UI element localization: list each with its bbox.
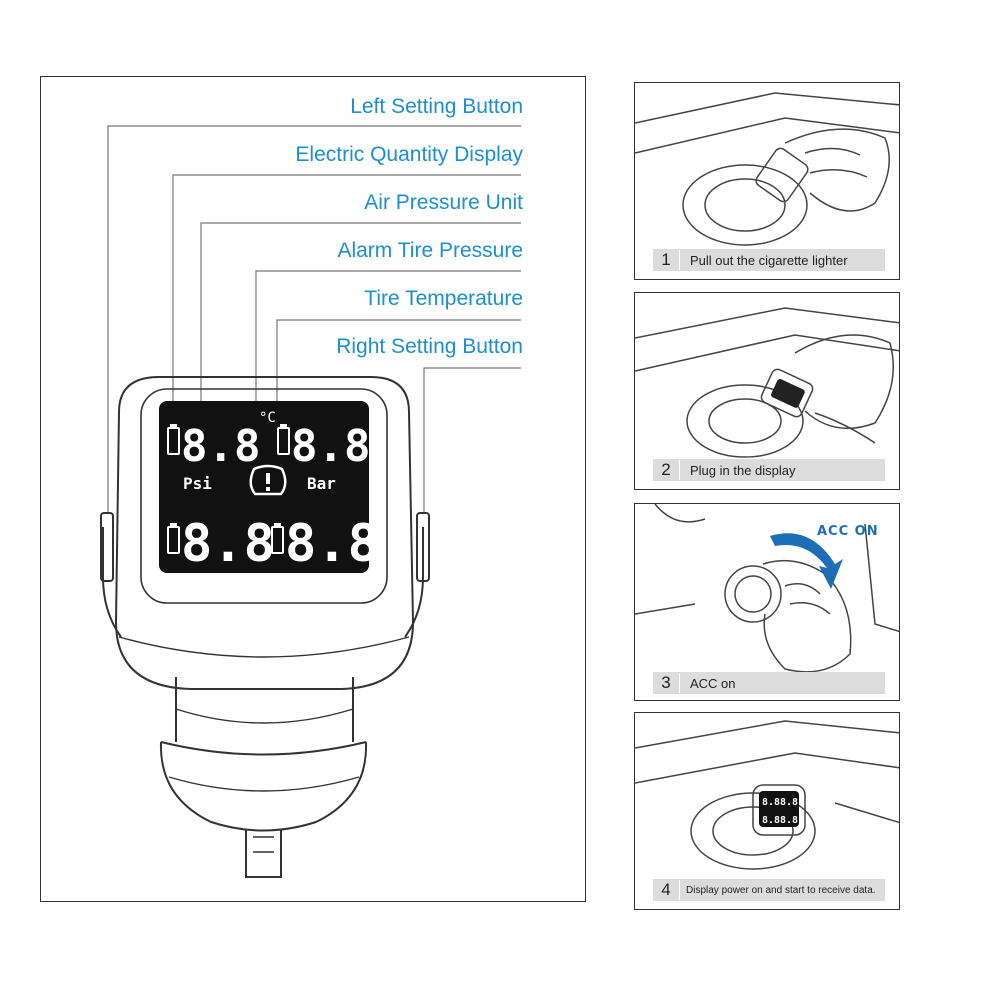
callout-electric-quantity-display: Electric Quantity Display	[295, 143, 523, 166]
svg-text:8.8: 8.8	[780, 797, 798, 808]
top-right-readout: 8.8	[291, 421, 370, 472]
tire-alarm-icon	[249, 464, 287, 496]
step-1-caption: 1 Pull out the cigarette lighter	[653, 249, 885, 271]
leader-right-setting	[423, 367, 521, 513]
top-left-readout: 8.8	[181, 421, 260, 472]
step-4-caption: 4 Display power on and start to receive …	[653, 879, 885, 901]
bar-unit-label: Bar	[307, 474, 336, 493]
step-3-illustration	[635, 504, 899, 673]
plug-tip	[245, 829, 282, 878]
svg-text:8.8: 8.8	[780, 815, 798, 826]
plug-barrel	[159, 741, 368, 832]
battery-icon	[167, 427, 180, 455]
callout-right-setting-button: Right Setting Button	[336, 335, 523, 358]
lcd-screen	[159, 401, 369, 573]
step-2-number: 2	[653, 460, 680, 480]
right-setting-button	[416, 512, 430, 582]
step-1-text: Pull out the cigarette lighter	[690, 252, 848, 268]
step-3-panel: ACC ON 3 ACC on	[634, 503, 900, 701]
device-diagram-panel: 8.8 8.8 8.8 8.8 °C Psi Bar Left Setting …	[40, 76, 586, 902]
svg-text:8.8: 8.8	[762, 815, 780, 826]
callout-tire-temperature: Tire Temperature	[364, 287, 523, 310]
step-2-caption: 2 Plug in the display	[653, 459, 885, 481]
battery-icon	[277, 427, 290, 455]
step-2-panel: 2 Plug in the display	[634, 292, 900, 490]
leader-left-setting	[107, 125, 521, 513]
step-3-text: ACC on	[690, 675, 736, 691]
callout-air-pressure-unit: Air Pressure Unit	[364, 191, 523, 214]
leader-electric-quantity	[172, 174, 521, 417]
step-3-number: 3	[653, 673, 680, 693]
screen-bezel	[140, 388, 388, 604]
callout-alarm-tire-pressure: Alarm Tire Pressure	[337, 239, 523, 262]
step-1-illustration	[635, 92, 899, 246]
step-4-number: 4	[653, 880, 680, 900]
step-1-panel: 1 Pull out the cigarette lighter	[634, 82, 900, 280]
mini-lcd	[759, 791, 799, 827]
psi-unit-label: Psi	[183, 474, 212, 493]
step-2-illustration	[635, 307, 899, 458]
callout-left-setting-button: Left Setting Button	[350, 95, 523, 118]
bottom-left-readout: 8.8	[181, 514, 275, 574]
battery-icon	[167, 526, 180, 554]
svg-text:8.8: 8.8	[762, 797, 780, 808]
acc-rotate-arrow	[770, 533, 843, 589]
battery-icon	[271, 526, 284, 554]
step-3-caption: 3 ACC on	[653, 672, 885, 694]
device-illustration: 8.8 8.8 8.8 8.8 °C Psi Bar	[100, 125, 521, 878]
step-4-text: Display power on and start to receive da…	[686, 884, 876, 896]
bottom-right-readout: 8.8	[285, 514, 379, 574]
step-2-text: Plug in the display	[690, 462, 796, 478]
temperature-unit-label: °C	[259, 410, 276, 426]
step-1-number: 1	[653, 250, 680, 270]
device-housing	[114, 376, 415, 690]
acc-on-label: ACC ON	[817, 524, 879, 539]
left-setting-button	[100, 512, 114, 582]
leader-temperature	[276, 319, 521, 407]
